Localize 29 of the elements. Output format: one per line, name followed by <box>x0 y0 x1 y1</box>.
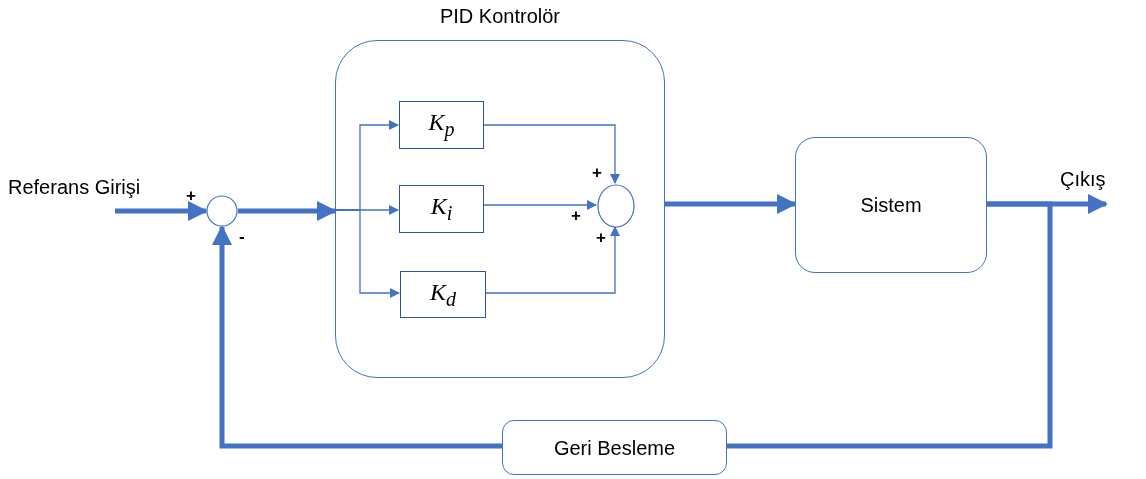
arrow <box>115 201 208 221</box>
block-label: Sistem <box>860 193 922 217</box>
signal-label: Referans Girişi <box>8 176 141 199</box>
summing-junction <box>206 195 238 227</box>
arrow <box>665 194 797 214</box>
sign-label: + <box>186 187 196 204</box>
sign-label: + <box>571 207 581 224</box>
arrow <box>482 124 620 184</box>
gain-label: K$_{p}$ <box>428 109 455 141</box>
arrow <box>484 226 620 294</box>
block-label: Geri Besleme <box>553 436 676 459</box>
arrow <box>482 200 597 210</box>
process-box <box>795 137 987 273</box>
sign-label: + <box>596 229 606 246</box>
arrow <box>212 225 502 449</box>
gain-block <box>399 101 484 149</box>
block-title: PID Kontrolör <box>439 5 561 28</box>
gain-block <box>400 271 486 318</box>
signal-label: Çıkış <box>1060 168 1106 191</box>
gain-label: K$_{d}$ <box>430 278 456 311</box>
connector-line <box>727 201 1053 449</box>
arrow <box>238 201 337 221</box>
arrow <box>334 209 400 298</box>
sign-label: + <box>592 164 602 181</box>
process-box <box>502 420 727 475</box>
sign-label: - <box>239 228 245 245</box>
summing-junction <box>597 184 635 228</box>
gain-block <box>399 185 484 233</box>
gain-label: K$_{i}$ <box>430 193 453 225</box>
